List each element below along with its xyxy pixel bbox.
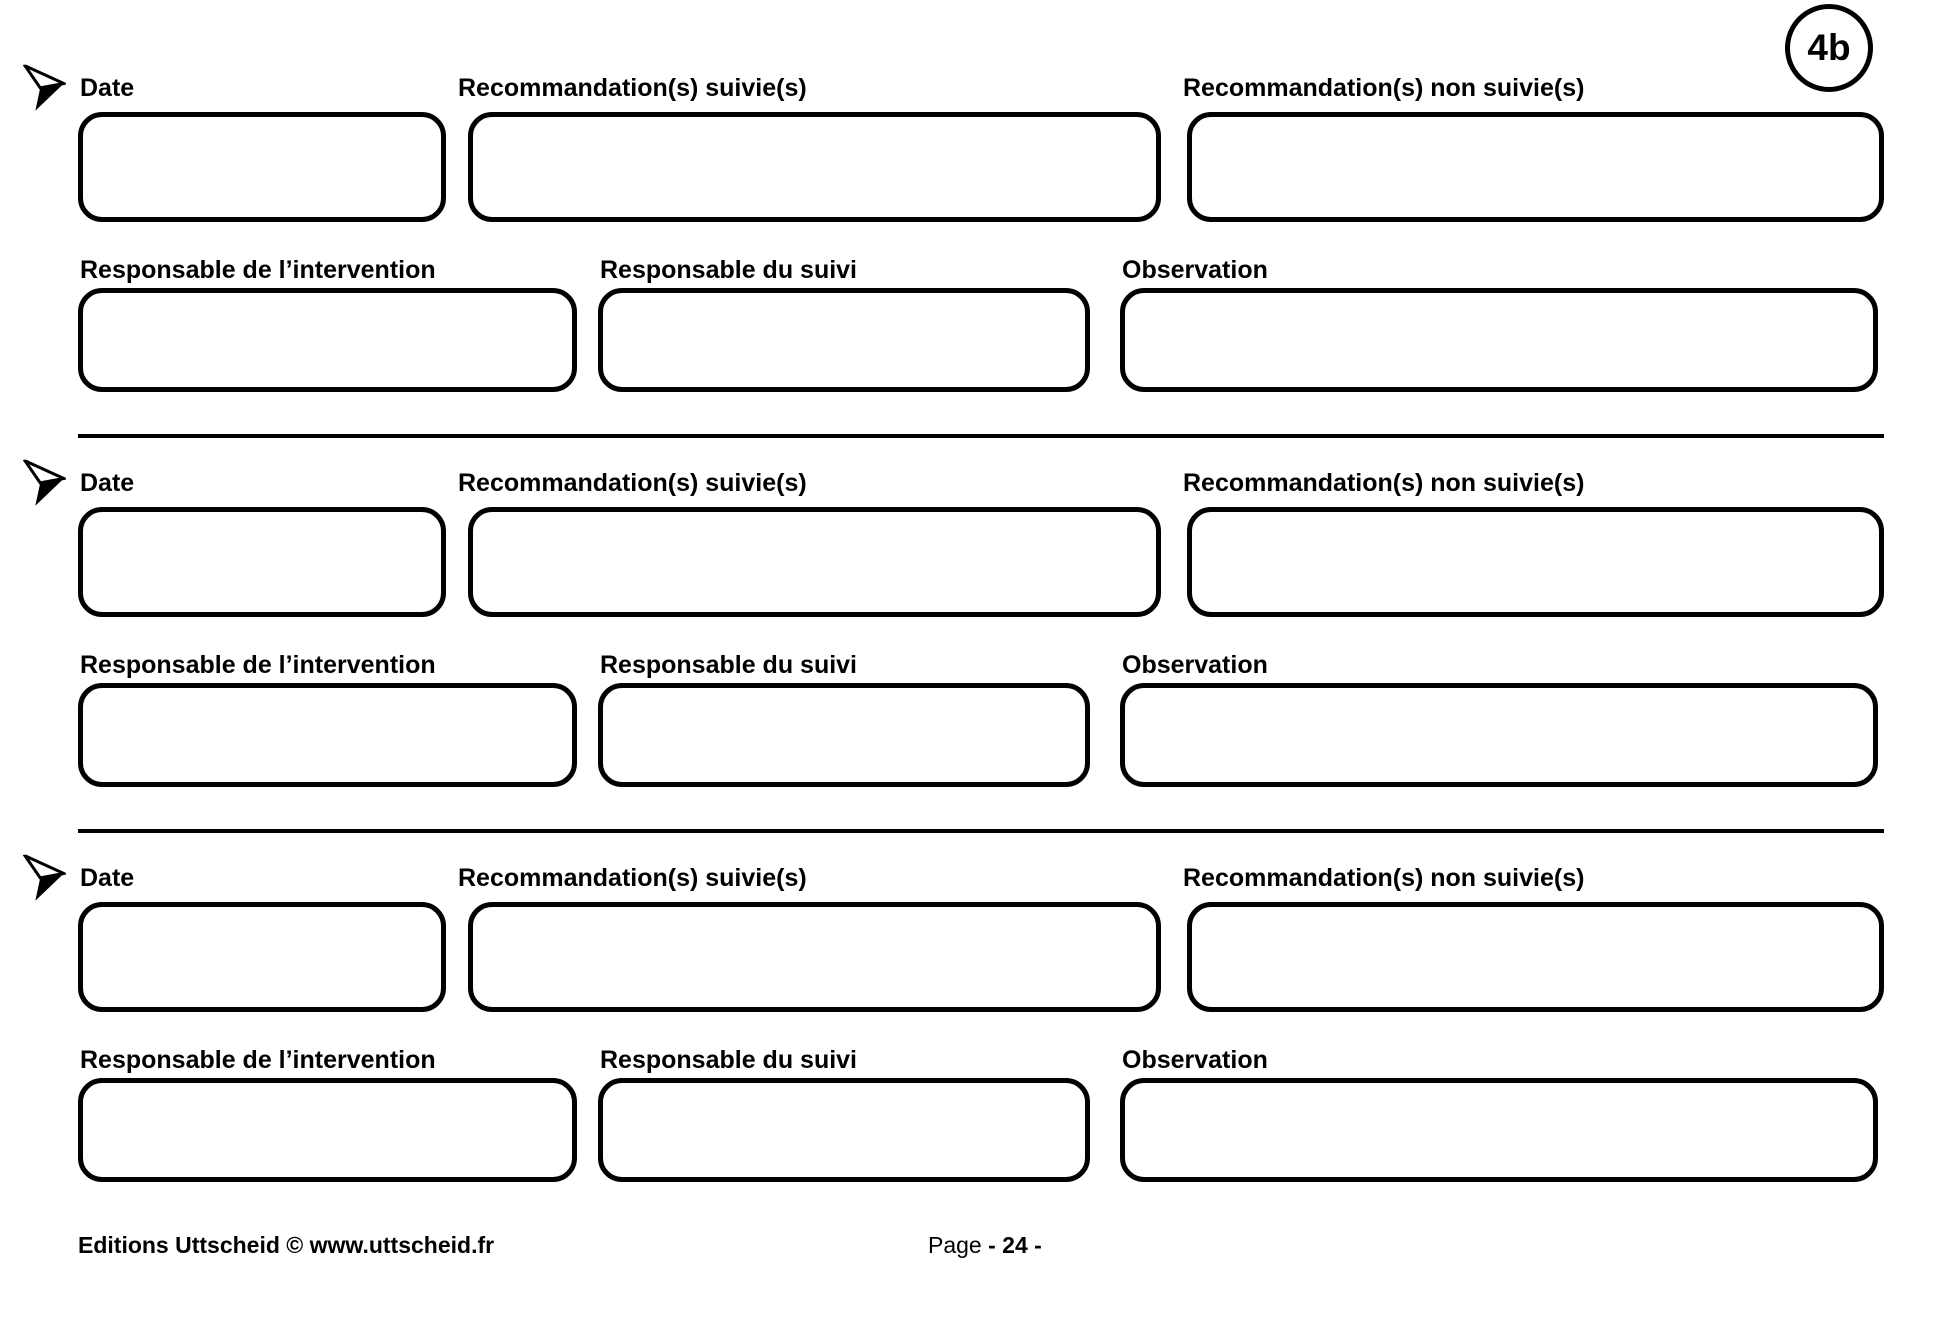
resp-intervention-field[interactable] [78,288,577,392]
date-field[interactable] [78,902,446,1012]
reco-not-followed-field[interactable] [1187,112,1884,222]
date-field[interactable] [78,507,446,617]
date-field[interactable] [78,112,446,222]
page-badge-label: 4b [1807,27,1851,68]
footer-page-word: Page [928,1232,982,1258]
date-label: Date [80,74,135,102]
arrowhead-right-icon [22,62,69,111]
resp-suivi-label: Responsable du suivi [600,256,858,284]
reco-not-followed-field[interactable] [1187,507,1884,617]
form-section-1: Date Recommandation(s) suivie(s) Recomma… [0,62,1946,473]
resp-intervention-field[interactable] [78,683,577,787]
observation-field[interactable] [1120,288,1878,392]
resp-suivi-label: Responsable du suivi [600,651,858,679]
reco-followed-field[interactable] [468,112,1161,222]
date-label: Date [80,469,135,497]
reco-followed-label: Recommandation(s) suivie(s) [458,74,807,102]
resp-suivi-field[interactable] [598,683,1090,787]
reco-not-followed-label: Recommandation(s) non suivie(s) [1183,469,1585,497]
arrowhead-right-icon [22,852,69,901]
resp-suivi-label: Responsable du suivi [600,1046,858,1074]
reco-not-followed-label: Recommandation(s) non suivie(s) [1183,74,1585,102]
resp-suivi-field[interactable] [598,1078,1090,1182]
arrowhead-right-icon [22,457,69,506]
reco-followed-label: Recommandation(s) suivie(s) [458,469,807,497]
page-badge: 4b [1785,4,1873,92]
observation-label: Observation [1122,1046,1268,1074]
resp-intervention-label: Responsable de l’intervention [80,256,436,284]
reco-followed-field[interactable] [468,902,1161,1012]
footer-copyright: Editions Uttscheid © www.uttscheid.fr [78,1232,495,1258]
form-section-3: Date Recommandation(s) suivie(s) Recomma… [0,852,1946,1263]
reco-not-followed-field[interactable] [1187,902,1884,1012]
reco-followed-label: Recommandation(s) suivie(s) [458,864,807,892]
section-divider [78,829,1884,833]
footer-page-number: - 24 - [988,1232,1042,1258]
resp-suivi-field[interactable] [598,288,1090,392]
resp-intervention-field[interactable] [78,1078,577,1182]
resp-intervention-label: Responsable de l’intervention [80,1046,436,1074]
section-divider [78,434,1884,438]
reco-followed-field[interactable] [468,507,1161,617]
observation-field[interactable] [1120,1078,1878,1182]
form-section-2: Date Recommandation(s) suivie(s) Recomma… [0,457,1946,868]
observation-label: Observation [1122,256,1268,284]
date-label: Date [80,864,135,892]
observation-label: Observation [1122,651,1268,679]
footer-page-indicator: Page - 24 - [928,1232,1042,1259]
reco-not-followed-label: Recommandation(s) non suivie(s) [1183,864,1585,892]
resp-intervention-label: Responsable de l’intervention [80,651,436,679]
observation-field[interactable] [1120,683,1878,787]
